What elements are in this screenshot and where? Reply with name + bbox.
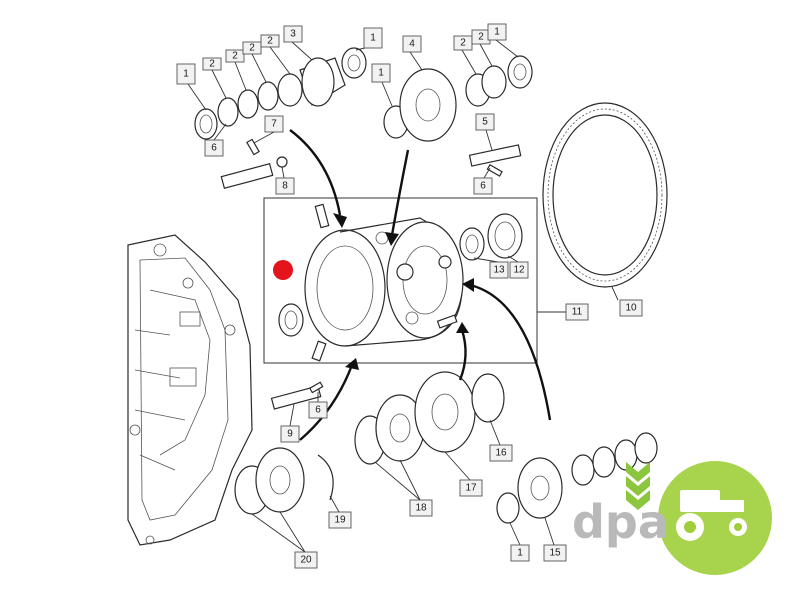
callout-17: 17: [459, 479, 483, 497]
logo-text: dpa: [572, 495, 669, 549]
gear-4: [383, 68, 457, 142]
callout-1: 1: [176, 63, 196, 85]
callout-1: 1: [363, 27, 383, 49]
svg-text:3: 3: [290, 29, 296, 40]
callout-13: 13: [489, 261, 509, 279]
svg-text:2: 2: [209, 59, 215, 70]
bearings-12-13: [459, 213, 523, 261]
svg-text:20: 20: [300, 555, 312, 566]
svg-text:1: 1: [370, 33, 376, 44]
callout-20: 20: [294, 551, 318, 569]
svg-text:4: 4: [409, 39, 415, 50]
callout-1: 1: [510, 544, 530, 562]
leader-lines: [187, 39, 619, 553]
dpa-logo: dpa: [572, 461, 772, 575]
svg-text:2: 2: [267, 36, 273, 47]
svg-text:13: 13: [493, 265, 505, 276]
top-right-bearings: [465, 55, 533, 107]
gear-cluster-16-17-18: [354, 371, 505, 465]
shaft-15-assembly: [496, 432, 658, 524]
pin-5: [468, 144, 522, 177]
callout-6: 6: [204, 139, 224, 157]
callout-12: 12: [509, 261, 529, 279]
logo-circle: [658, 461, 772, 575]
callout-6: 6: [308, 401, 328, 419]
svg-text:1: 1: [378, 68, 384, 79]
group-box: [263, 197, 538, 364]
callout-10: 10: [619, 299, 643, 317]
svg-text:7: 7: [271, 119, 277, 130]
callout-1: 1: [487, 23, 507, 41]
gear-cluster-19-20: [234, 447, 334, 515]
svg-text:1: 1: [517, 548, 523, 559]
ring-gear-10: [542, 102, 668, 288]
callout-11: 11: [565, 303, 589, 321]
svg-text:16: 16: [495, 448, 507, 459]
callout-2: 2: [260, 34, 280, 48]
top-left-shaft-assembly: [194, 47, 367, 190]
svg-text:2: 2: [460, 38, 466, 49]
callout-16: 16: [489, 444, 513, 462]
callout-6: 6: [473, 177, 493, 195]
callout-2: 2: [202, 57, 222, 71]
svg-text:6: 6: [480, 181, 486, 192]
callout-3: 3: [283, 25, 303, 43]
svg-text:17: 17: [465, 483, 477, 494]
callout-19: 19: [328, 511, 352, 529]
svg-text:1: 1: [494, 27, 500, 38]
highlight-marker: [273, 260, 293, 280]
svg-text:10: 10: [625, 303, 637, 314]
callout-1: 1: [371, 63, 391, 83]
flow-arrows: [289, 129, 552, 441]
callout-15: 15: [543, 544, 567, 562]
callout-8: 8: [275, 177, 295, 195]
svg-text:18: 18: [415, 503, 427, 514]
callout-2: 2: [471, 29, 491, 45]
svg-text:1: 1: [183, 69, 189, 80]
transmission-housing: [127, 234, 253, 546]
callout-2: 2: [225, 49, 245, 63]
svg-text:6: 6: [211, 143, 217, 154]
svg-text:2: 2: [232, 51, 238, 62]
callout-7: 7: [264, 115, 284, 133]
svg-text:2: 2: [249, 43, 255, 54]
svg-text:8: 8: [282, 181, 288, 192]
callout-5: 5: [475, 113, 495, 131]
differential-housing: [278, 203, 464, 362]
svg-text:2: 2: [478, 32, 484, 43]
tractor-icon: [676, 490, 747, 541]
callout-18: 18: [409, 499, 433, 517]
svg-text:15: 15: [549, 548, 561, 559]
wheat-icon: [626, 462, 650, 510]
callout-4: 4: [402, 35, 422, 53]
svg-text:11: 11: [572, 307, 583, 318]
svg-text:5: 5: [482, 117, 488, 128]
svg-text:19: 19: [334, 515, 346, 526]
callout-2: 2: [242, 41, 262, 55]
svg-text:6: 6: [315, 405, 321, 416]
svg-text:9: 9: [287, 429, 293, 440]
callout-labels: 1 2 2 2 2 3 1 4 1 2 2 1 5 6 6 7 8 13 12 …: [176, 23, 643, 569]
svg-text:12: 12: [513, 265, 525, 276]
callout-9: 9: [280, 425, 300, 443]
pin-9: [270, 381, 324, 410]
callout-2: 2: [453, 35, 473, 51]
